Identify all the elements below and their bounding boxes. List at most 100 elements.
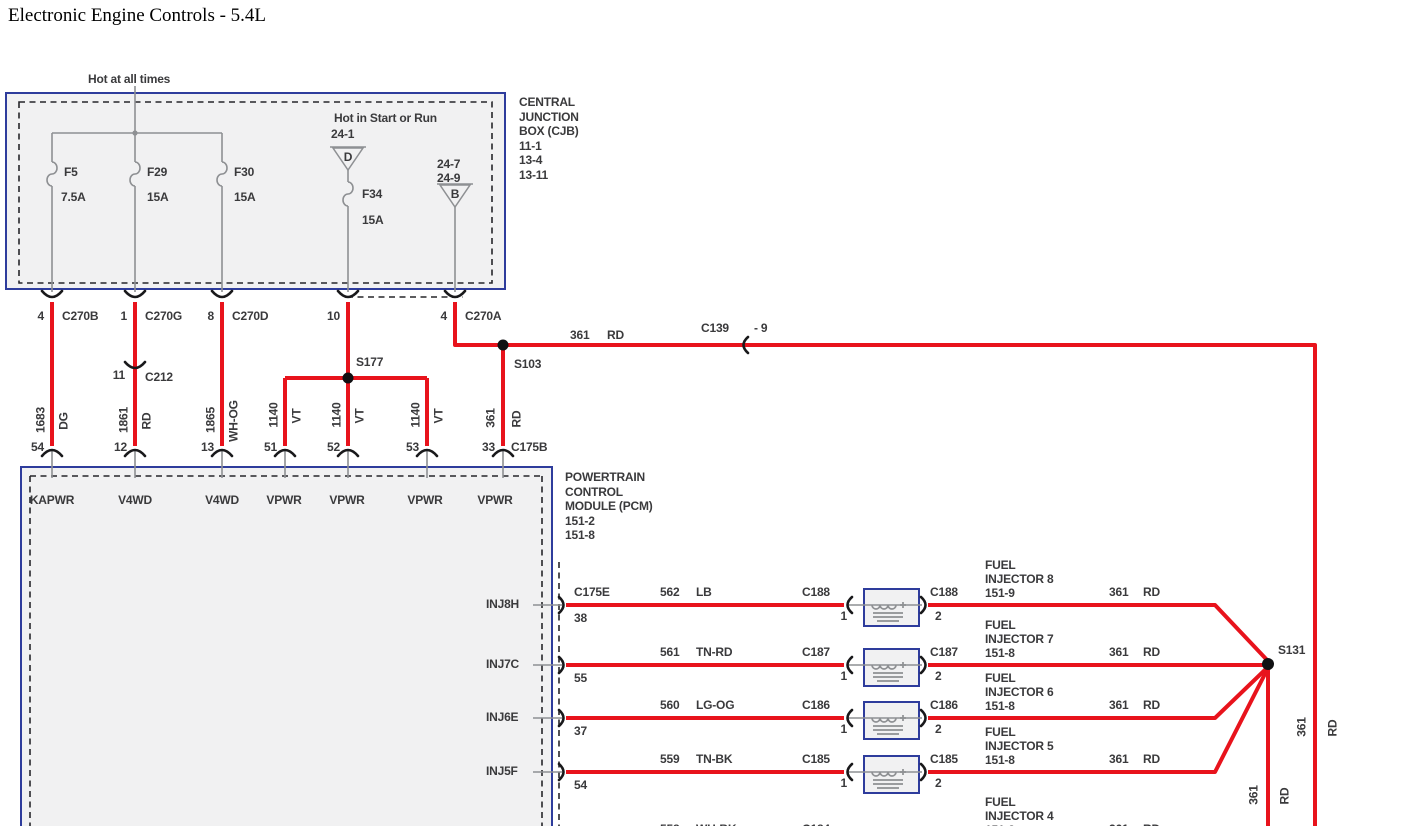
- left-arrow-icon: [846, 708, 854, 728]
- out-circuit-label: 361: [1109, 585, 1129, 599]
- fuse-f34-rating: 15A: [362, 213, 384, 227]
- connector-arrows: [40, 289, 927, 782]
- c270g-pin: 1: [120, 309, 128, 323]
- injector-passthrough-wires: [848, 604, 922, 773]
- injector-pin-2: 2: [935, 722, 942, 736]
- feed-b-ref-2: 24-9: [437, 171, 461, 185]
- up-arrow-icon: [336, 448, 360, 458]
- pcm-pin-38: 38: [574, 611, 587, 625]
- vpwr-s177-wires: [283, 302, 429, 446]
- injector-pin-2: 2: [935, 609, 942, 623]
- feed-d-out-pin: 10: [327, 309, 340, 323]
- wire-circuit-label: 1861: [116, 407, 131, 433]
- pcm-pin-53: 53: [406, 440, 419, 454]
- pcm-signal-vpwr-2: VPWR: [329, 493, 365, 507]
- fuse-f34-label: F34: [362, 187, 383, 201]
- down-arrow-icon: [443, 289, 467, 299]
- wire-circuit-label: 1140: [266, 402, 281, 428]
- injector-pin-1: 1: [840, 776, 848, 790]
- right-arrow-icon: [557, 762, 565, 782]
- injector-pin-1: 1: [840, 669, 848, 683]
- pcm-pin-37: 37: [574, 724, 587, 738]
- splice-s103-label: S103: [514, 357, 542, 371]
- pcm-pin-stubs: [51, 450, 504, 478]
- fuse-f34-icon: [342, 181, 354, 207]
- dashed-borders: [18, 101, 560, 826]
- down-arrow-icon: [40, 289, 64, 299]
- c185-label-left: C185: [802, 752, 830, 766]
- wire-color-label: RD: [1325, 719, 1340, 737]
- vpwr-361-bus-wire: [453, 302, 1317, 826]
- pcm-signal-inj5f: INJ5F: [486, 764, 518, 778]
- right-arrow-icon: [919, 595, 927, 615]
- pcm-signal-vpwr-1: VPWR: [266, 493, 302, 507]
- right-arrow-icon: [557, 655, 565, 675]
- out-color-label: RD: [1143, 752, 1160, 766]
- cjb-box: [5, 92, 506, 290]
- injector-coil-icon: [871, 602, 906, 622]
- splice-s177-label: S177: [356, 355, 384, 369]
- wire-circuit-label: 361: [1294, 717, 1309, 737]
- pcm-inner-dashed-border: [29, 475, 543, 826]
- c270b-pin: 4: [37, 309, 45, 323]
- injector-coil-icon: [871, 662, 906, 682]
- fuse-f5-label: F5: [64, 165, 78, 179]
- c188-label-left: C188: [802, 585, 830, 599]
- splice-s177-dot: [342, 372, 354, 384]
- feed-b-ref-1: 24-7: [437, 157, 461, 171]
- fuel-injector-7-label: FUEL INJECTOR 7 151-8: [985, 618, 1054, 660]
- splice-s103-dot: [497, 339, 509, 351]
- feed-triangle-d-icon: [331, 147, 365, 172]
- fuse-f5-rating: 7.5A: [61, 190, 86, 204]
- wire-circuit-label: 361: [1246, 785, 1261, 805]
- pcm-injector-stubs: [533, 604, 562, 773]
- wire-circuit-label: 361: [483, 408, 498, 428]
- wire-circuit-label: 561: [660, 645, 680, 659]
- c270a-pin: 4: [440, 309, 448, 323]
- pcm-signal-kapwr: KAPWR: [29, 493, 75, 507]
- pcm-pin-55: 55: [574, 671, 587, 685]
- pcm-pin-33: 33: [482, 440, 495, 454]
- red-wires: [50, 302, 1317, 826]
- pcm-pin-51: 51: [264, 440, 277, 454]
- up-arrow-icon: [491, 448, 515, 458]
- up-arrow-icon: [273, 448, 297, 458]
- down-arrow-icon: [123, 289, 147, 299]
- wire-color-label: WH-BK: [696, 823, 737, 826]
- up-arrow-icon: [415, 448, 439, 458]
- fuel-injector-8-label: FUEL INJECTOR 8 151-9: [985, 558, 1054, 600]
- gray-stubs: [51, 450, 922, 773]
- up-arrow-icon: [210, 448, 234, 458]
- wire-circuit-label: 560: [660, 698, 680, 712]
- injector-8-wire: [566, 603, 1270, 663]
- fuse-f5-icon: [46, 161, 58, 187]
- pcm-pin-12: 12: [114, 440, 127, 454]
- c184-label-left: C184: [802, 823, 830, 826]
- c212-pin: 11: [112, 368, 126, 382]
- fuse-f30-icon: [216, 161, 228, 187]
- pcm-pin-13: 13: [201, 440, 214, 454]
- feed-d-ref: 24-1: [331, 127, 355, 141]
- feed-b-letter: B: [450, 187, 460, 201]
- c188-label-right: C188: [930, 585, 958, 599]
- bus-color-label: RD: [607, 328, 624, 342]
- pcm-signal-inj7c: INJ7C: [486, 657, 520, 671]
- injector-pin-1: 1: [840, 722, 848, 736]
- cjb-title: CENTRAL JUNCTION BOX (CJB) 11-1 13-4 13-…: [519, 95, 579, 182]
- injector-coil-icon: [871, 769, 906, 789]
- wire-circuit-label: 1140: [408, 402, 423, 428]
- out-circuit-label: 361: [1109, 823, 1129, 826]
- out-color-label: RD: [1143, 698, 1160, 712]
- injector-pin-1: 1: [840, 609, 848, 623]
- wire-color-label: VT: [352, 408, 367, 424]
- injector-5-wire: [566, 667, 1270, 774]
- right-arrow-icon: [919, 708, 927, 728]
- right-arrow-icon: [919, 655, 927, 675]
- wire-color-label: RD: [1277, 787, 1292, 805]
- fuel-injector-6-label: FUEL INJECTOR 6 151-8: [985, 671, 1054, 713]
- page-title: Electronic Engine Controls - 5.4L: [8, 5, 267, 26]
- cjb-internal-wires: [46, 86, 473, 292]
- out-color-label: RD: [1143, 585, 1160, 599]
- c212-down-arrow-icon: [123, 360, 147, 370]
